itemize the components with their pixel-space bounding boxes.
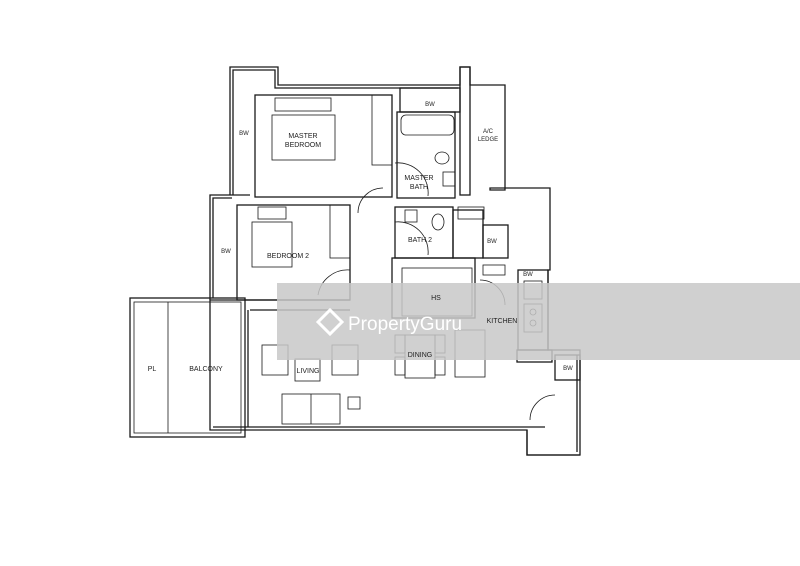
label-balcony: BALCONY xyxy=(189,366,223,373)
watermark-text: PropertyGuru xyxy=(348,314,462,335)
wardrobes xyxy=(329,94,393,259)
label-master-bedroom-2: BEDROOM xyxy=(285,142,321,149)
label-bw: BW xyxy=(487,239,497,245)
label-pl: PL xyxy=(148,366,157,373)
label-hs: HS xyxy=(431,295,441,302)
label-bw: BW xyxy=(221,249,231,255)
label-master-bath-2: BATH xyxy=(410,184,428,191)
label-bw: BW xyxy=(523,272,533,278)
watermark-band xyxy=(277,283,800,360)
label-living: LIVING xyxy=(297,368,320,375)
watermark-logo-icon xyxy=(315,307,345,337)
label-ac-ledge-2: LEDGE xyxy=(478,137,498,143)
label-bw: BW xyxy=(563,366,573,372)
label-bw: BW xyxy=(239,131,249,137)
label-master-bath-1: MASTER xyxy=(404,175,433,182)
label-bath-2: BATH 2 xyxy=(408,237,432,244)
label-dining: DINING xyxy=(408,352,433,359)
fixtures xyxy=(400,114,506,276)
beds xyxy=(251,97,336,268)
label-ac-ledge-1: A/C xyxy=(483,129,494,135)
label-master-bedroom-1: MASTER xyxy=(288,133,317,140)
label-kitchen: KITCHEN xyxy=(487,318,518,325)
label-bedroom-2: BEDROOM 2 xyxy=(267,253,309,260)
label-bw: BW xyxy=(425,102,435,108)
